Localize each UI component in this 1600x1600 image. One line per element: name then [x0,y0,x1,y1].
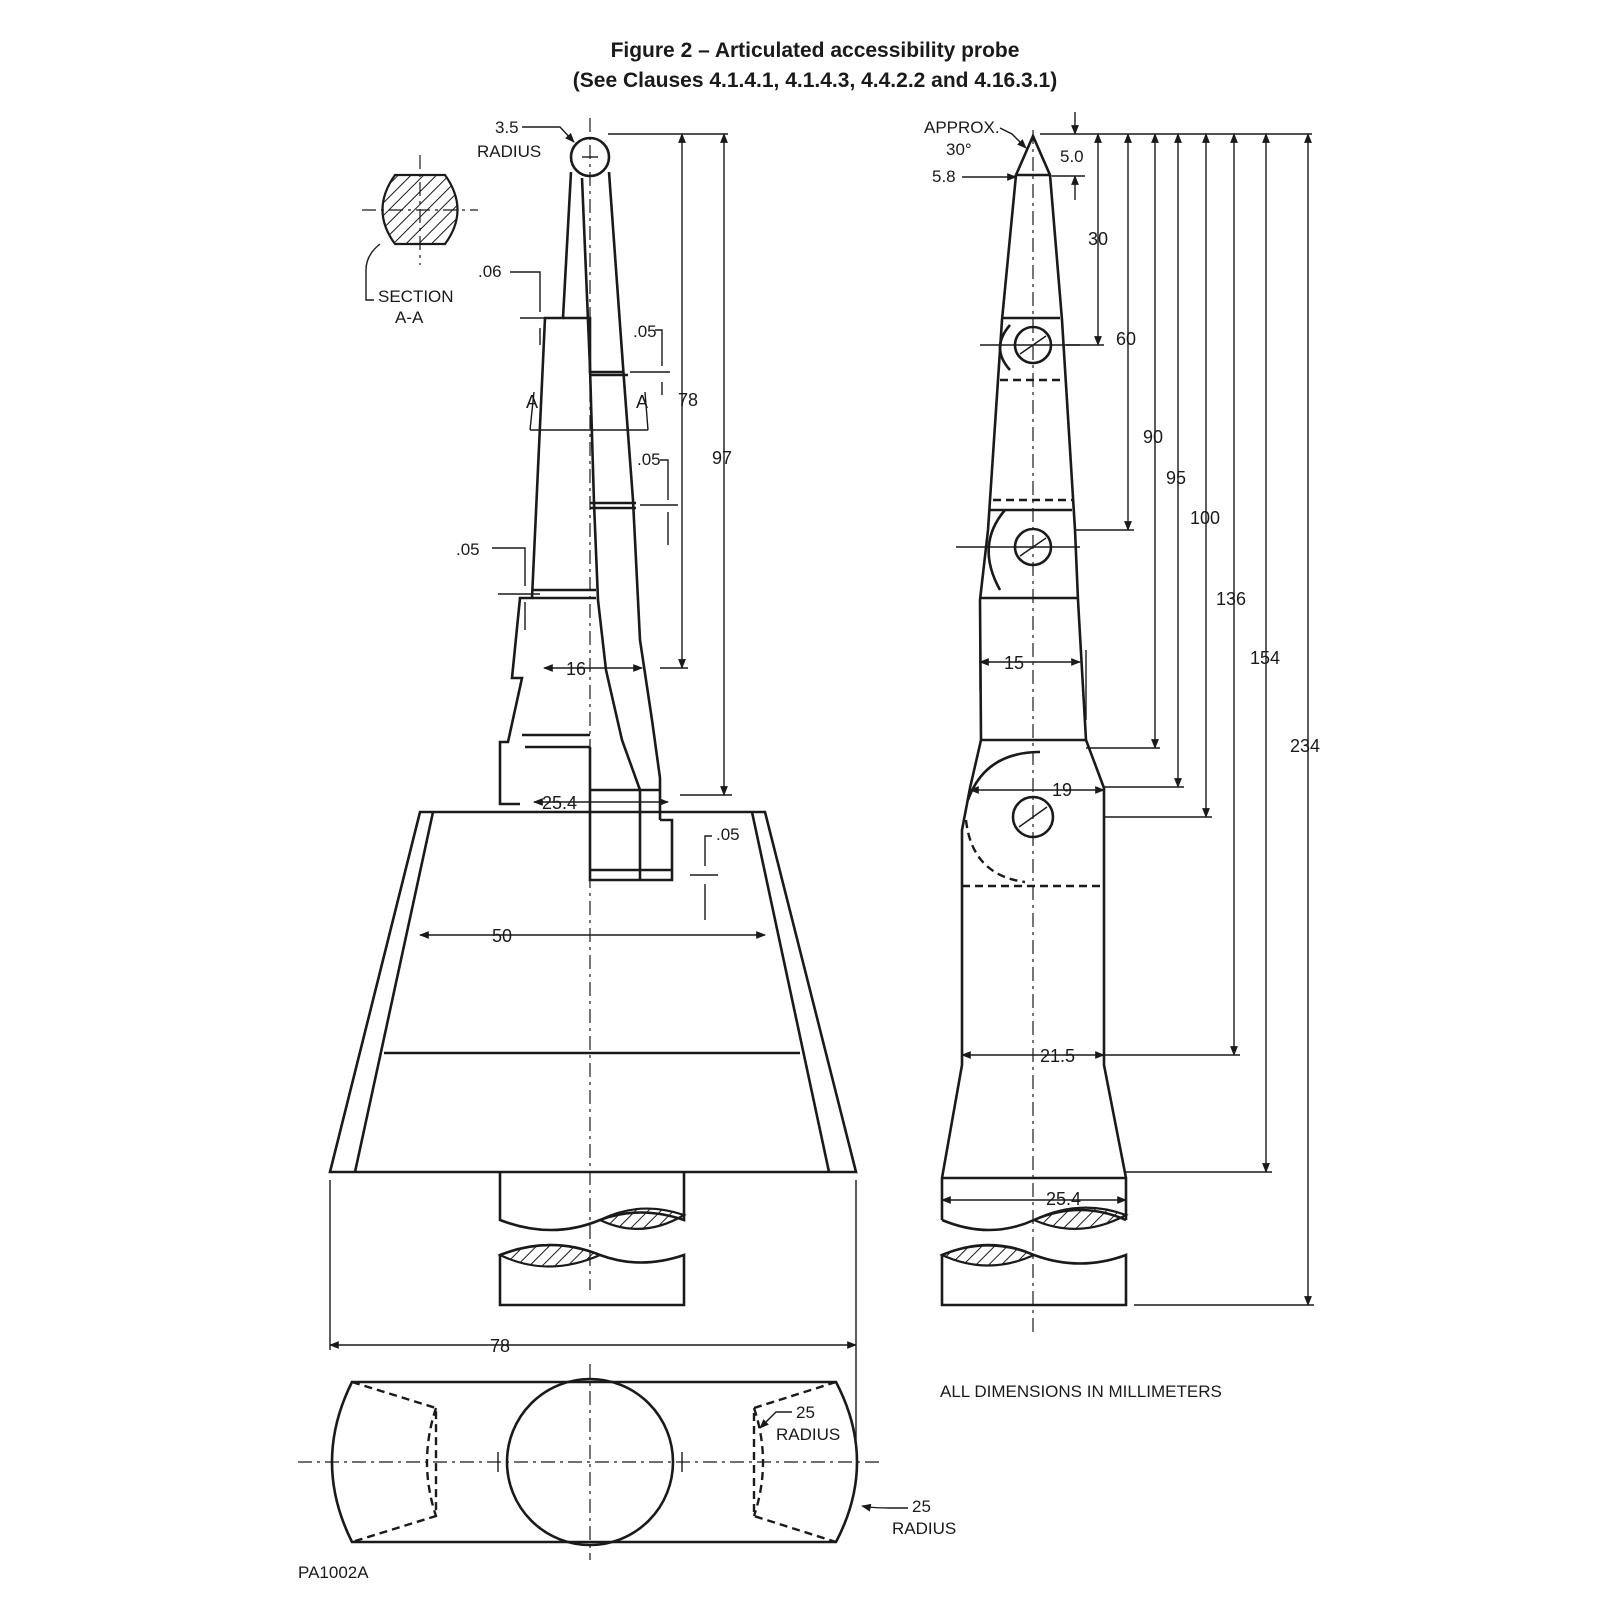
angle-leader [999,127,1027,149]
gap-leader-5 [690,835,718,920]
tip-radius-value: 3.5 [495,118,519,137]
dim-60: 60 [1116,329,1136,349]
dim-95: 95 [1166,468,1186,488]
joint-step-4 [522,733,590,749]
dim-50: 50 [492,926,512,946]
figure-title: Figure 2 – Articulated accessibility pro… [611,39,1020,62]
section-mark-left: A [526,392,538,412]
gap-leader-4 [492,547,540,630]
dim-19: 19 [1052,780,1072,800]
side-joint-1-curve [998,324,1011,371]
drawing-id: PA1002A [298,1563,369,1582]
side-joint-4-hidden-curve [964,819,1026,884]
side-handle-hatch-2 [939,1244,1037,1267]
joint-step-1 [563,316,624,374]
dim-136: 136 [1216,589,1246,609]
base-outer [328,810,858,1174]
dim-5-8: 5.8 [932,167,956,186]
inner-radius-word: RADIUS [776,1425,840,1444]
joint-block [588,747,674,882]
inner-radius-leader [759,1411,792,1429]
side-joint-2-curve [987,509,1006,591]
finger-inner-line [580,177,642,880]
gap-leader-2 [630,329,670,395]
finger-right-outline [607,171,662,820]
tip-radius-leader [522,126,575,143]
angle-label: 30° [946,140,972,159]
bottom-hidden-edges [351,1380,837,1544]
outer-radius-word: RADIUS [892,1519,956,1538]
joint-step-3 [532,588,596,600]
dim-154: 154 [1250,648,1280,668]
section-a-a: SECTION A-A [362,155,478,327]
outer-radius-value: 25 [912,1497,931,1516]
dim-30: 30 [1088,229,1108,249]
dim-5-0: 5.0 [1060,147,1084,166]
dim-90: 90 [1143,427,1163,447]
dim-97: 97 [712,448,732,468]
dim-25-4-side: 25.4 [1046,1189,1081,1209]
dim-16: 16 [566,659,586,679]
approx-label: APPROX. [924,118,1000,137]
tip-radius-word: RADIUS [477,142,541,161]
pin-3 [1011,795,1055,839]
gap-label-3: .05 [637,450,661,469]
section-mark-right: A [636,392,648,412]
gap-label-4: .05 [456,540,480,559]
tip-circle [569,136,611,178]
outer-radius-leader [861,1503,908,1512]
section-leader [365,243,381,301]
front-view: SECTION A-A 3.5 RADIUS A A .06 .05 .05 .… [328,118,858,1440]
joint-step-2 [590,501,636,510]
side-view: APPROX. 30° 5.8 5.0 30 60 90 95 100 [924,112,1320,1335]
dim-78-base: 78 [490,1336,510,1356]
dim-15: 15 [1004,653,1024,673]
side-joint-4-curve [966,750,1041,801]
figure-subtitle: (See Clauses 4.1.4.1, 4.1.4.3, 4.4.2.2 a… [573,69,1057,92]
bottom-center-circle [505,1377,675,1547]
dim-21-5: 21.5 [1040,1046,1075,1066]
section-label-2: A-A [395,308,424,327]
gap-label-1: .06 [478,262,502,281]
units-note: ALL DIMENSIONS IN MILLIMETERS [940,1382,1222,1401]
dim-25-4-front: 25.4 [542,793,577,813]
dim-234: 234 [1290,736,1320,756]
section-label: SECTION [378,287,454,306]
section-cut-line [529,391,649,431]
handle-break-hatch-1 [597,1207,687,1230]
dim-100: 100 [1190,508,1220,528]
base-inner-edges [353,811,831,1173]
gap-leader-1 [510,271,555,345]
gap-leader-3 [640,459,678,545]
pin-3-slot [1018,806,1048,828]
dim-78-upper: 78 [678,390,698,410]
side-handle-hatch-1 [1031,1206,1129,1230]
gap-label-5: .05 [716,825,740,844]
inner-radius-value: 25 [796,1403,815,1422]
bottom-view: 25 RADIUS 25 RADIUS [298,1364,956,1560]
finger-left-outline [498,171,573,806]
handle-break-hatch-2 [497,1243,603,1268]
side-left-outline [940,174,1018,1220]
gap-label-2: .05 [633,322,657,341]
bottom-hidden-radius [425,1407,765,1517]
